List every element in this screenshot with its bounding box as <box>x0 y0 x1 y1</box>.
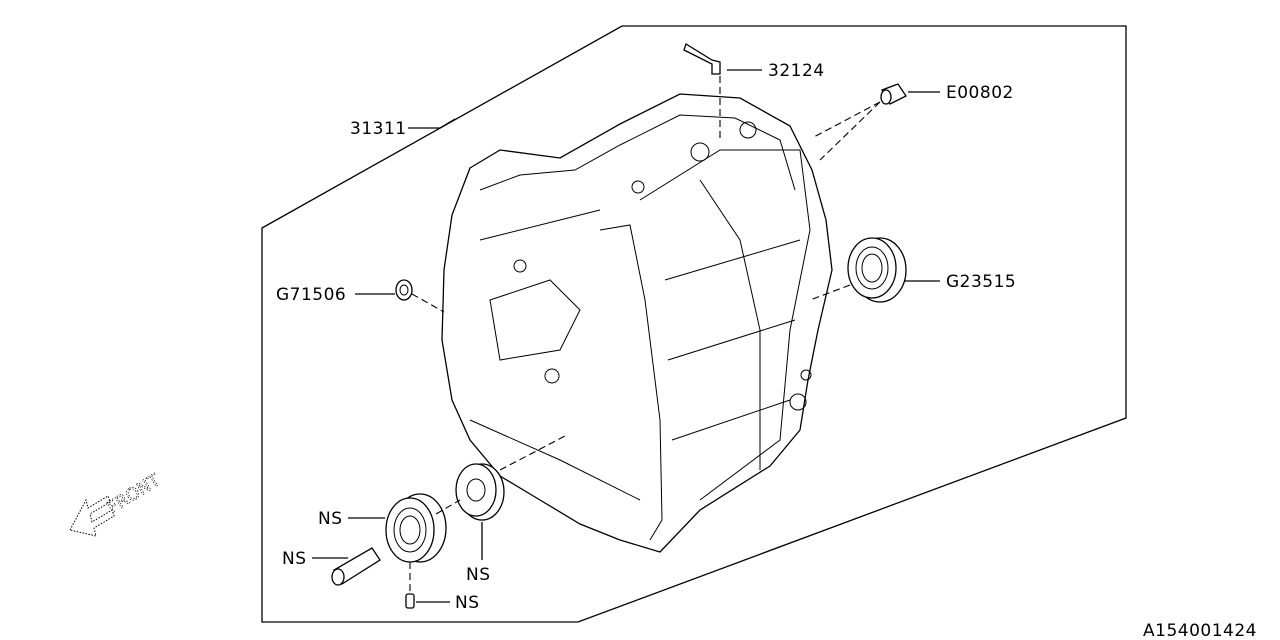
label-G71506[interactable]: G71506 <box>276 285 346 305</box>
bearing-right-part[interactable] <box>847 237 907 303</box>
label-32124[interactable]: 32124 <box>768 61 825 81</box>
breather-hose-part[interactable] <box>683 43 721 75</box>
plug-part[interactable] <box>880 83 907 105</box>
washer-part[interactable] <box>395 279 413 301</box>
label-pipe-NS[interactable]: NS <box>282 549 307 569</box>
bearing-left-part[interactable] <box>385 493 447 563</box>
pipe-part[interactable] <box>331 547 381 586</box>
seal-part[interactable] <box>455 463 505 521</box>
assembly-frame <box>261 25 1127 623</box>
label-bearing-NS[interactable]: NS <box>318 509 343 529</box>
label-G23515[interactable]: G23515 <box>946 272 1016 292</box>
front-arrow-icon <box>69 495 115 537</box>
label-seal-NS[interactable]: NS <box>466 565 491 585</box>
label-E00802[interactable]: E00802 <box>946 83 1014 103</box>
label-pin-NS[interactable]: NS <box>455 593 480 613</box>
label-31311[interactable]: 31311 <box>350 119 407 139</box>
diagram-id: A154001424 <box>1143 621 1257 640</box>
front-label: FRONT <box>104 470 164 518</box>
transmission-case <box>441 93 833 553</box>
pin-part[interactable] <box>405 593 415 609</box>
